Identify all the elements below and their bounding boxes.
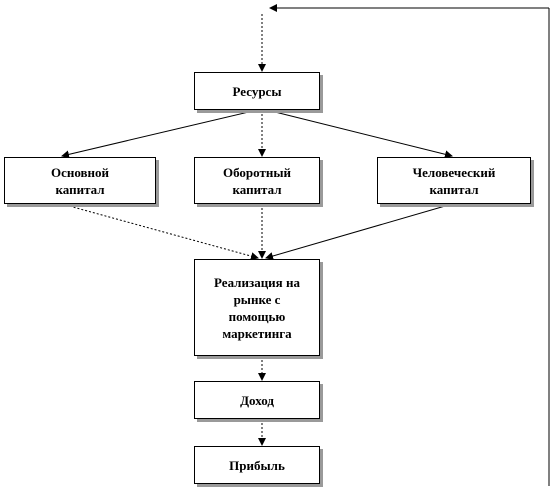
arrow-human-capital-to-market [265, 203, 453, 260]
arrow-resources-to-human-capital [266, 109, 453, 159]
node-human-capital: Человеческий капитал [377, 157, 531, 204]
node-income: Доход [194, 381, 320, 419]
arrow-fixed-capital-to-market [61, 203, 259, 260]
node-market-realization: Реализация на рынке с помощью маркетинга [194, 259, 320, 356]
arrow-resources-to-fixed-capital [61, 109, 258, 159]
node-profit: Прибыль [194, 446, 320, 484]
node-working-capital: Оборотный капитал [194, 157, 320, 204]
node-fixed-capital: Основной капитал [4, 157, 156, 204]
node-resources: Ресурсы [194, 72, 320, 110]
